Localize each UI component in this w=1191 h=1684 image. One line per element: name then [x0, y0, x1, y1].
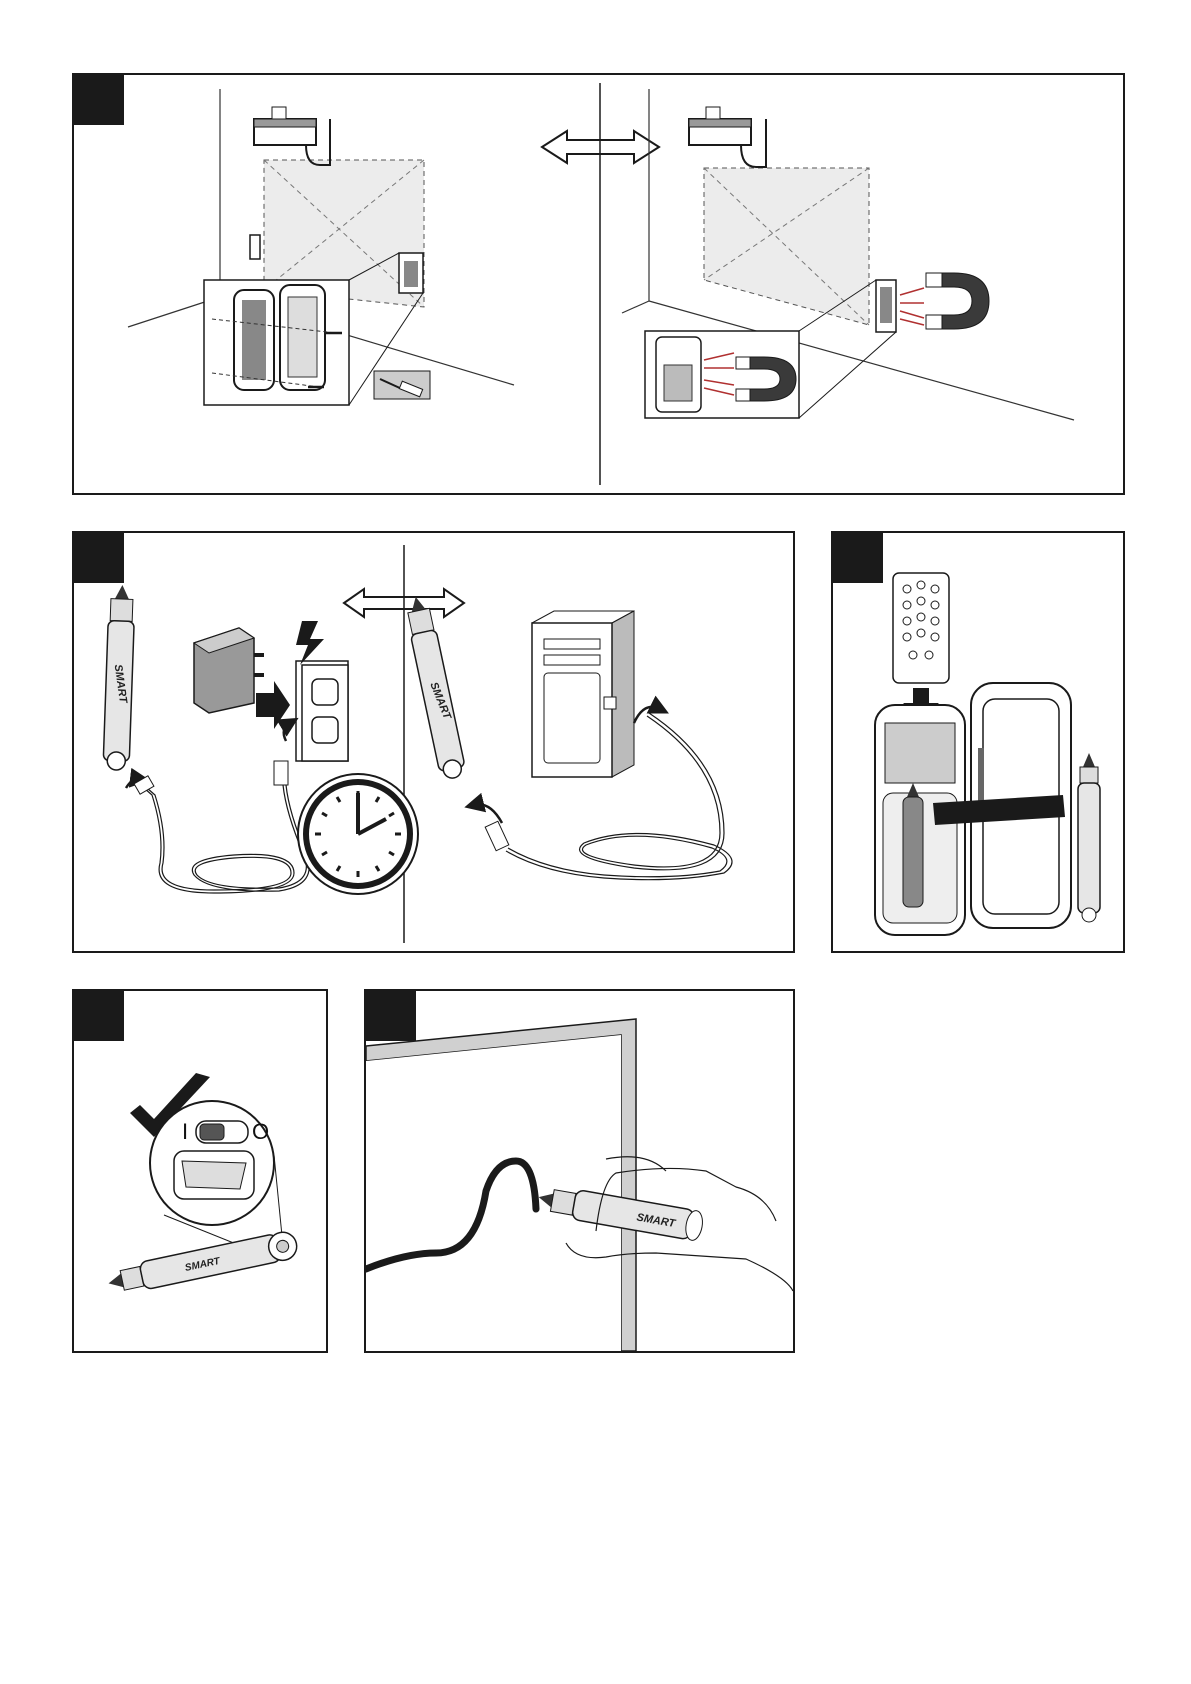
pen-switch-illustration: I O SMART	[74, 991, 326, 1351]
pen-icon	[903, 783, 923, 907]
computer-tower-icon	[532, 611, 634, 777]
projector-icon	[254, 107, 330, 165]
pen-tray-open-icon	[234, 285, 325, 390]
pen-icon: SMART	[103, 585, 135, 771]
panel-pen-switch: I O SMART	[72, 989, 328, 1353]
switch-off-label: O	[252, 1119, 269, 1144]
outlet-icon	[296, 661, 348, 761]
mount-tray-illustration	[74, 75, 1123, 493]
power-switch-icon	[196, 1121, 248, 1143]
panel-write-board: SMART	[364, 989, 795, 1353]
pen-icon: SMART	[403, 594, 467, 780]
clock-icon	[298, 774, 418, 894]
screwdriver-icon	[374, 371, 430, 399]
power-adapter-icon	[194, 628, 264, 713]
lightning-icon	[296, 621, 324, 665]
pen-icon: SMART	[106, 1230, 300, 1297]
panel-mount-tray	[72, 73, 1125, 495]
magnet-icon	[926, 273, 989, 329]
charge-pen-illustration: SMART	[74, 533, 793, 951]
write-board-illustration: SMART	[366, 991, 793, 1351]
switch-on-label: I	[182, 1119, 188, 1144]
whiteboard-frame-icon	[366, 1019, 636, 1351]
pen-tray-small-icon	[250, 235, 260, 259]
projector-icon	[689, 107, 766, 167]
tray-storage-illustration	[833, 533, 1123, 951]
plug-in-arrow-icon	[256, 681, 290, 729]
pen-icon	[1078, 753, 1100, 922]
panel-charge-pen: SMART	[72, 531, 795, 953]
panel-tray-storage	[831, 531, 1125, 953]
infrared-signal-icon	[900, 288, 924, 325]
remote-control-icon	[893, 573, 949, 683]
usb-cable-icon	[144, 785, 309, 893]
